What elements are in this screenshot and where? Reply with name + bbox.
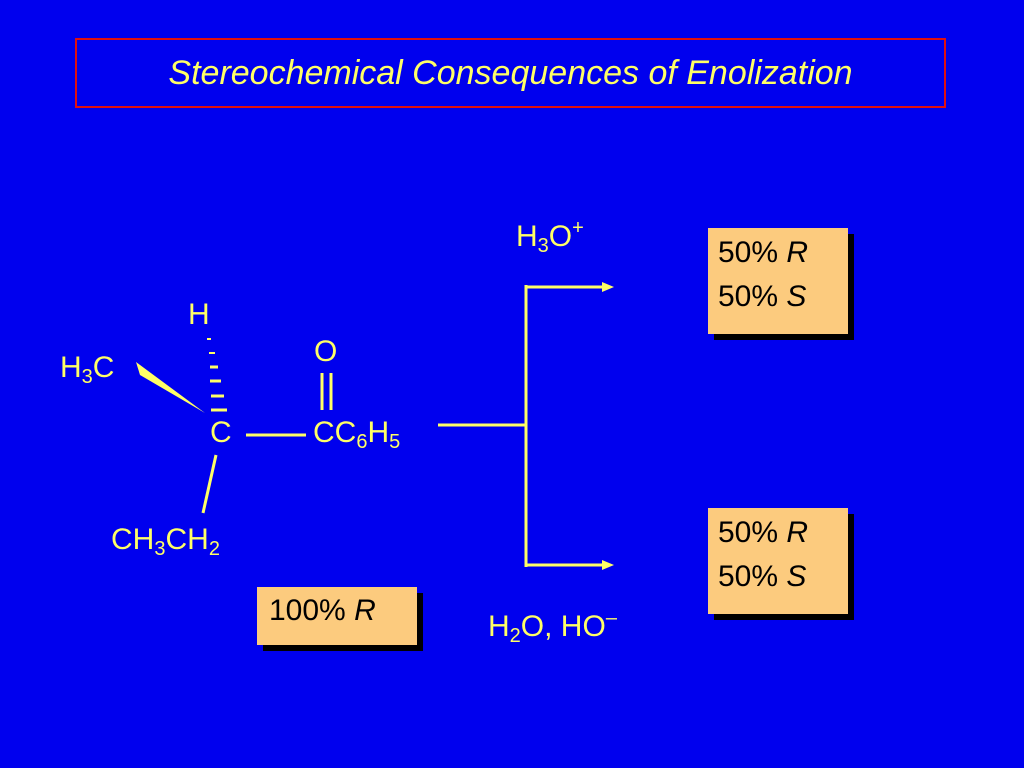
box-start-configuration: 100% R <box>257 587 417 645</box>
atom-h-top: H <box>188 298 210 331</box>
bond-c-ethyl <box>201 454 218 514</box>
group-h3c: H3C <box>60 351 115 388</box>
title-box: Stereochemical Consequences of Enolizati… <box>75 38 946 108</box>
reagent-base: H2O, HO– <box>488 607 617 647</box>
slide-title: Stereochemical Consequences of Enolizati… <box>168 53 853 92</box>
arrow-top <box>526 282 614 292</box>
box-bottom-product: 50% R 50% S <box>708 508 848 614</box>
atom-center-c: C <box>210 416 232 449</box>
solid-wedge-bond <box>136 362 205 413</box>
atom-o: O <box>314 335 338 368</box>
hashed-wedge-bond <box>207 338 227 412</box>
group-cc6h5: CC6H5 <box>313 416 401 453</box>
group-ch3ch2: CH3CH2 <box>111 523 220 560</box>
reagent-acid: H3O+ <box>516 217 584 257</box>
box-top-product: 50% R 50% S <box>708 228 848 334</box>
arrow-bottom <box>526 560 614 570</box>
